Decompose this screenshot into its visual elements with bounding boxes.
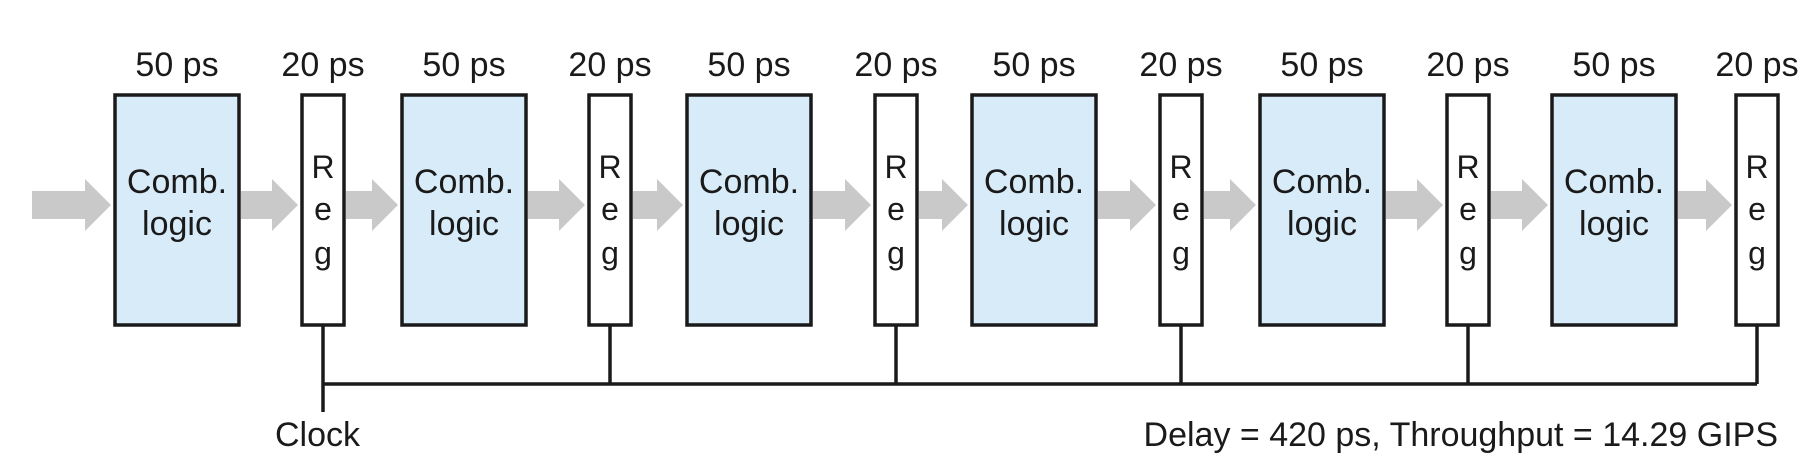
register-letter: e [1172,191,1190,227]
comb-logic-delay: 50 ps [1280,46,1363,84]
register-delay: 20 ps [1426,46,1509,84]
register-letter: R [311,149,334,185]
arrow-reg-to-logic-4 [1204,179,1256,231]
register-box [1158,93,1204,327]
register-letter: g [1459,235,1477,271]
comb-logic-box [1550,93,1678,327]
register-delay: 20 ps [854,46,937,84]
comb-logic-delay: 50 ps [707,46,790,84]
register-letter: R [1456,149,1479,185]
comb-logic-label-line2: logic [142,205,212,243]
comb-logic-box [1258,93,1386,327]
register-delay: 20 ps [1139,46,1222,84]
comb-logic-block-1: Comb. logic 50 ps [113,46,241,327]
arrow-logic-to-reg-4 [1098,179,1156,231]
arrow-logic-to-reg-1 [241,179,298,231]
register-box [1734,93,1780,327]
register-block-6: Reg 20 ps [1715,46,1799,327]
comb-logic-label-line1: Comb. [1564,163,1664,201]
arrow-reg-to-logic-2 [633,179,683,231]
register-letter: e [1748,191,1766,227]
register-delay: 20 ps [281,46,364,84]
comb-logic-block-2: Comb. logic 50 ps [400,46,528,327]
comb-logic-block-4: Comb. logic 50 ps [970,46,1098,327]
register-box [1445,93,1491,327]
register-letter: g [1172,235,1190,271]
register-letter: R [1169,149,1192,185]
register-letter: g [601,235,619,271]
comb-logic-block-6: Comb. logic 50 ps [1550,46,1678,327]
register-letter: e [601,191,619,227]
register-box [587,93,633,327]
comb-logic-label-line1: Comb. [699,163,799,201]
arrow-logic-to-reg-6 [1678,179,1732,231]
comb-logic-label-line2: logic [1287,205,1357,243]
comb-logic-box [400,93,528,327]
arrow-logic-to-reg-5 [1386,179,1443,231]
arrow-reg-to-logic-5 [1491,179,1548,231]
register-letter: R [884,149,907,185]
clock-network [321,325,1759,412]
register-letter: g [314,235,332,271]
comb-logic-box [685,93,813,327]
comb-logic-label-line1: Comb. [414,163,514,201]
comb-logic-label-line2: logic [1579,205,1649,243]
register-letter: e [887,191,905,227]
register-letter: g [1748,235,1766,271]
input-arrow [32,179,111,231]
clock-label: Clock [275,416,361,454]
register-block-1: Reg 20 ps [281,46,365,327]
dataflow-arrows [32,179,1732,231]
comb-logic-label-line1: Comb. [984,163,1084,201]
register-delay: 20 ps [1715,46,1798,84]
register-block-5: Reg 20 ps [1426,46,1510,327]
arrow-logic-to-reg-3 [813,179,871,231]
arrow-reg-to-logic-1 [346,179,398,231]
register-box [300,93,346,327]
comb-logic-label-line1: Comb. [1272,163,1372,201]
comb-logic-label-line1: Comb. [127,163,227,201]
comb-logic-delay: 50 ps [422,46,505,84]
register-block-3: Reg 20 ps [854,46,938,327]
register-letter: R [1745,149,1768,185]
register-delay: 20 ps [568,46,651,84]
register-letter: g [887,235,905,271]
comb-logic-block-3: Comb. logic 50 ps [685,46,813,327]
register-letter: R [598,149,621,185]
comb-logic-delay: 50 ps [1572,46,1655,84]
register-block-4: Reg 20 ps [1139,46,1223,327]
comb-logic-delay: 50 ps [992,46,1075,84]
comb-logic-label-line2: logic [429,205,499,243]
comb-logic-label-line2: logic [714,205,784,243]
register-letter: e [1459,191,1477,227]
arrow-logic-to-reg-2 [528,179,585,231]
comb-logic-label-line2: logic [999,205,1069,243]
comb-logic-box [113,93,241,327]
delay-throughput-summary: Delay = 420 ps, Throughput = 14.29 GIPS [1144,416,1778,454]
arrow-reg-to-logic-3 [919,179,968,231]
comb-logic-delay: 50 ps [135,46,218,84]
comb-logic-box [970,93,1098,327]
comb-logic-block-5: Comb. logic 50 ps [1258,46,1386,327]
register-block-2: Reg 20 ps [568,46,652,327]
register-letter: e [314,191,332,227]
